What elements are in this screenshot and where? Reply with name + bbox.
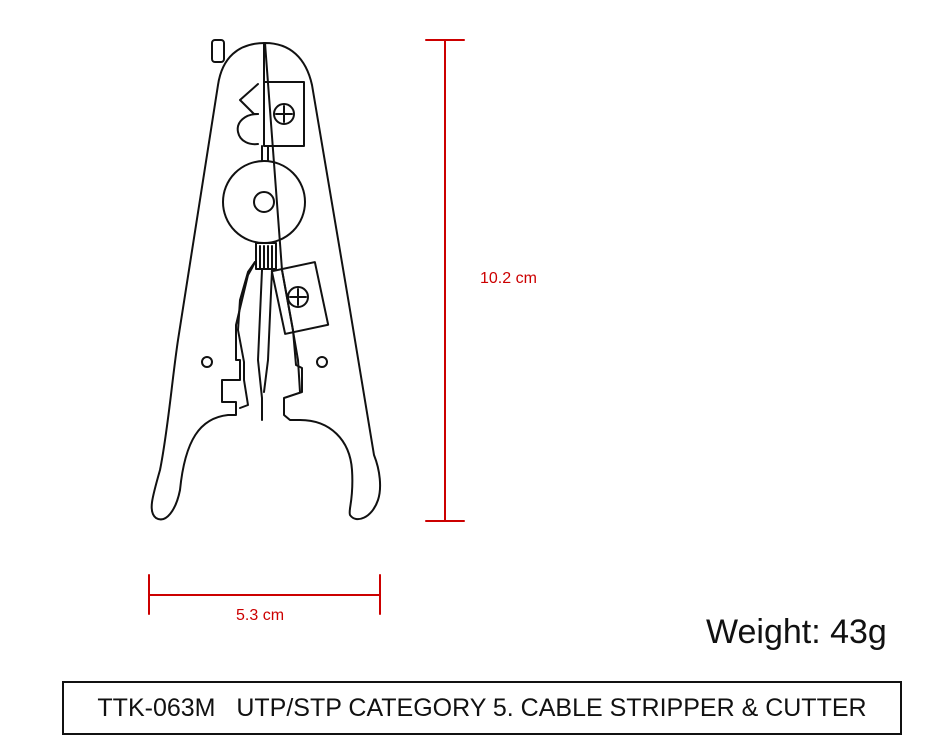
upper-blade <box>239 83 259 115</box>
width-dimension-label: 5.3 cm <box>236 607 285 624</box>
pivot-outer <box>222 160 306 244</box>
spring <box>255 242 277 270</box>
lower-blade-plate <box>270 261 330 335</box>
cable-guide <box>236 113 259 146</box>
product-title: UTP/STP CATEGORY 5. CABLE STRIPPER & CUT… <box>236 693 867 722</box>
jaw-cutout <box>237 261 301 409</box>
height-dimension-label: 10.2 cm <box>480 270 537 287</box>
upper-screw-icon <box>273 103 295 125</box>
upper-blade-plate <box>263 81 305 147</box>
pivot-hole <box>253 191 275 213</box>
height-dimension <box>425 39 465 522</box>
weight-label: Weight: 43g <box>706 613 887 651</box>
top-screw <box>211 39 225 63</box>
right-rivet <box>316 356 328 368</box>
product-title-box: TTK-063M UTP/STP CATEGORY 5. CABLE STRIP… <box>62 681 902 735</box>
left-rivet <box>201 356 213 368</box>
model-number: TTK-063M <box>97 693 216 722</box>
tool-outline <box>150 42 382 521</box>
width-dimension <box>148 574 381 615</box>
lower-screw-icon <box>287 286 309 308</box>
